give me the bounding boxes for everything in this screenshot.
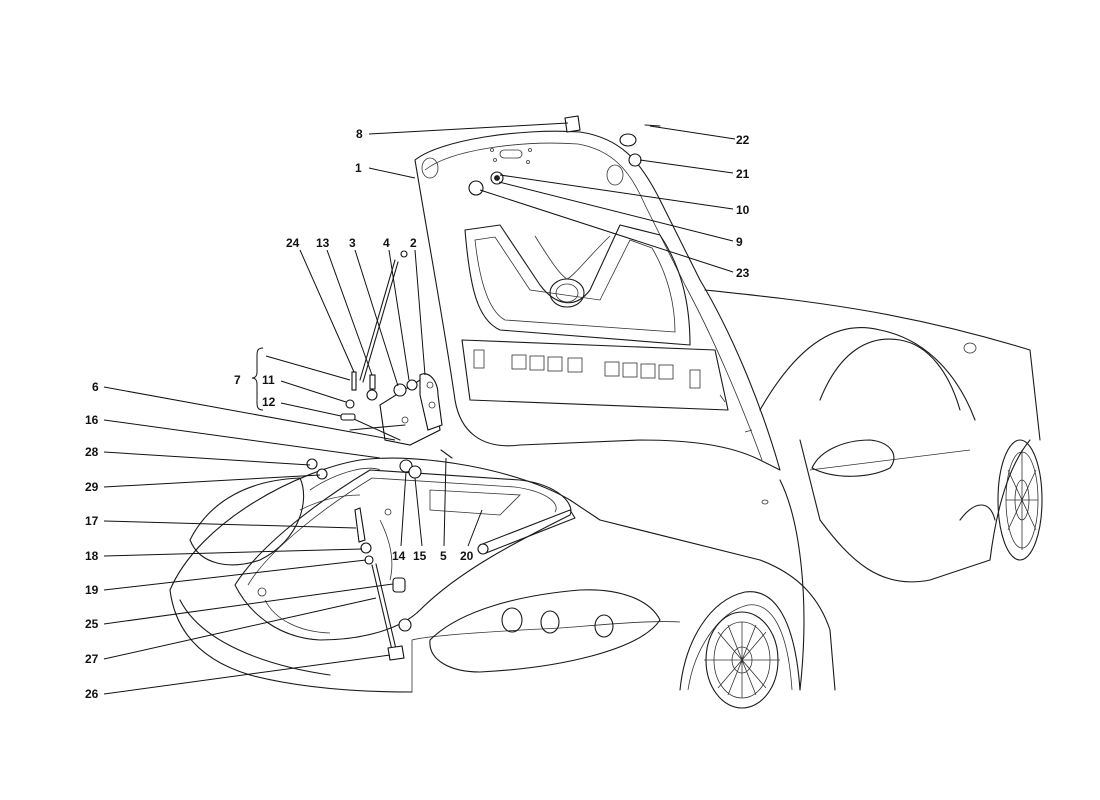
callout-17: 17 bbox=[85, 514, 99, 528]
callout-13: 13 bbox=[316, 236, 330, 250]
callout-15: 15 bbox=[413, 549, 427, 563]
front-trunk-compartment bbox=[234, 467, 576, 641]
callout-9: 9 bbox=[736, 235, 743, 249]
callout-18: 18 bbox=[85, 549, 99, 563]
callout-22: 22 bbox=[736, 133, 750, 147]
callout-8: 8 bbox=[356, 127, 363, 141]
group-brace bbox=[251, 347, 264, 411]
callout-6: 6 bbox=[92, 380, 99, 394]
callout-24: 24 bbox=[286, 236, 300, 250]
callout-19: 19 bbox=[85, 583, 99, 597]
callout-10: 10 bbox=[736, 203, 750, 217]
callout-16: 16 bbox=[85, 413, 99, 427]
callout-7: 7 bbox=[234, 373, 241, 387]
callout-28: 28 bbox=[85, 445, 99, 459]
callout-21: 21 bbox=[736, 167, 750, 181]
callout-27: 27 bbox=[85, 652, 99, 666]
callout-1: 1 bbox=[355, 161, 362, 175]
callout-labels: 1 2 3 4 5 6 7 8 9 10 11 12 13 14 15 16 1… bbox=[85, 127, 750, 701]
callout-29: 29 bbox=[85, 480, 99, 494]
leader-lines bbox=[103, 122, 736, 695]
small-parts bbox=[306, 115, 661, 661]
callout-12: 12 bbox=[262, 395, 276, 409]
car-body-outline bbox=[169, 289, 1043, 709]
callout-23: 23 bbox=[736, 266, 750, 280]
callout-4: 4 bbox=[383, 236, 390, 250]
callout-25: 25 bbox=[85, 617, 99, 631]
hinge-assembly bbox=[344, 250, 443, 446]
callout-11: 11 bbox=[262, 373, 275, 387]
callout-2: 2 bbox=[410, 236, 417, 250]
callout-14: 14 bbox=[392, 549, 406, 563]
front-hood-lid bbox=[414, 130, 781, 471]
callout-26: 26 bbox=[85, 687, 99, 701]
callout-3: 3 bbox=[349, 236, 356, 250]
callout-20: 20 bbox=[460, 549, 474, 563]
callout-5: 5 bbox=[440, 549, 447, 563]
